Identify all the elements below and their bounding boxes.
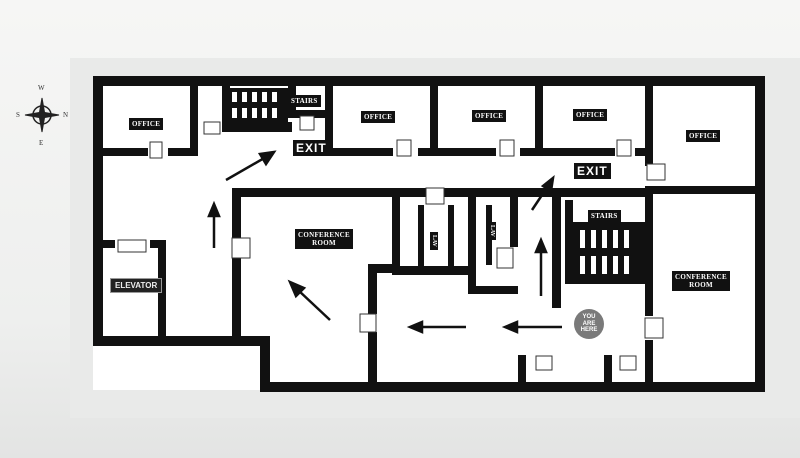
interior-walls [103, 86, 755, 385]
lav-label-2: LAV [488, 222, 496, 240]
stairs-top-treads [232, 92, 277, 118]
exit-sign-right: EXIT [574, 163, 611, 179]
you-are-here-marker: YOU ARE HERE [574, 309, 604, 339]
office-label-1: OFFICE [129, 118, 164, 131]
compass-rose-icon [24, 97, 60, 133]
office-label-5: OFFICE [686, 130, 721, 143]
compass-west-label: W [38, 84, 45, 92]
office-label-3: OFFICE [472, 110, 507, 123]
doors [117, 115, 666, 371]
stairs-right-treads [580, 230, 629, 274]
office-label-4: OFFICE [573, 109, 608, 122]
office-label-2: OFFICE [361, 111, 396, 124]
conference-room-label-right: CONFERENCE ROOM [672, 271, 731, 292]
stairs-label-right: STAIRS [588, 210, 621, 223]
conference-room-label-left: CONFERENCE ROOM [295, 229, 354, 250]
elevator-label: ELEVATOR [110, 278, 163, 293]
lav-label-1: LAV [430, 232, 438, 250]
exit-sign-top: EXIT [293, 140, 330, 156]
compass-south-label: S [16, 111, 20, 119]
outer-walls [93, 76, 765, 392]
stairs-label-top: STAIRS [288, 95, 321, 108]
compass-east-label: E [39, 139, 44, 147]
evacuation-arrows [207, 150, 562, 334]
compass-north-label: N [63, 111, 69, 119]
